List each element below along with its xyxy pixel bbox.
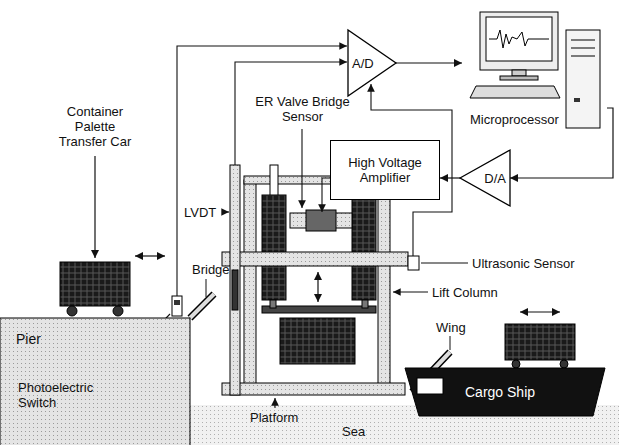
- signal-connector: [440, 177, 460, 178]
- leader-line: [450, 336, 451, 350]
- lvdt: [230, 165, 240, 395]
- ship-container: [505, 324, 575, 368]
- motion-arrow: [317, 272, 318, 302]
- transfer-car: [60, 262, 130, 316]
- part-label: Lift Column: [432, 285, 522, 300]
- photoelectric-switch: [172, 296, 182, 316]
- signal-wire: [177, 46, 452, 296]
- platform-beam: [222, 383, 405, 395]
- part-label: LVDT: [184, 205, 224, 220]
- container: [280, 318, 355, 364]
- part-label: Wing: [436, 320, 476, 335]
- part-label: Photoelectric Switch: [18, 380, 102, 410]
- computer: Microprocessor: [462, 8, 607, 134]
- amplifier-box: High Voltage Amplifier: [330, 140, 440, 200]
- motion-arrow: [135, 255, 165, 256]
- ultrasonic-sensor: [408, 256, 419, 270]
- node-text: Microprocessor: [470, 112, 559, 127]
- photoelectric-switch: [174, 300, 180, 305]
- part-label: ER Valve Bridge Sensor: [255, 94, 350, 124]
- leader-line: [206, 279, 207, 297]
- part-label: Container Palette Transfer Car: [52, 104, 138, 149]
- part-label: Sea: [342, 424, 382, 439]
- part-label: Ultrasonic Sensor: [472, 256, 602, 271]
- node-text: D/A: [484, 171, 506, 186]
- part-label: Bridge: [192, 262, 242, 277]
- part-label: Platform: [250, 410, 320, 425]
- dac-amplifier: D/A: [460, 150, 510, 206]
- leader-line: [94, 156, 95, 258]
- node-text: Pier: [16, 332, 41, 347]
- adc-amplifier: A/D: [348, 30, 396, 96]
- node-text: Cargo Ship: [465, 385, 535, 400]
- bridge-plank: [190, 294, 214, 318]
- node-text: High Voltage Amplifier: [337, 155, 433, 185]
- signal-connector: [396, 62, 462, 63]
- ship-hull: Cargo Ship: [405, 368, 605, 416]
- bridge-plank: [190, 294, 214, 318]
- node-text: A/D: [352, 56, 374, 71]
- motion-arrow: [520, 311, 560, 312]
